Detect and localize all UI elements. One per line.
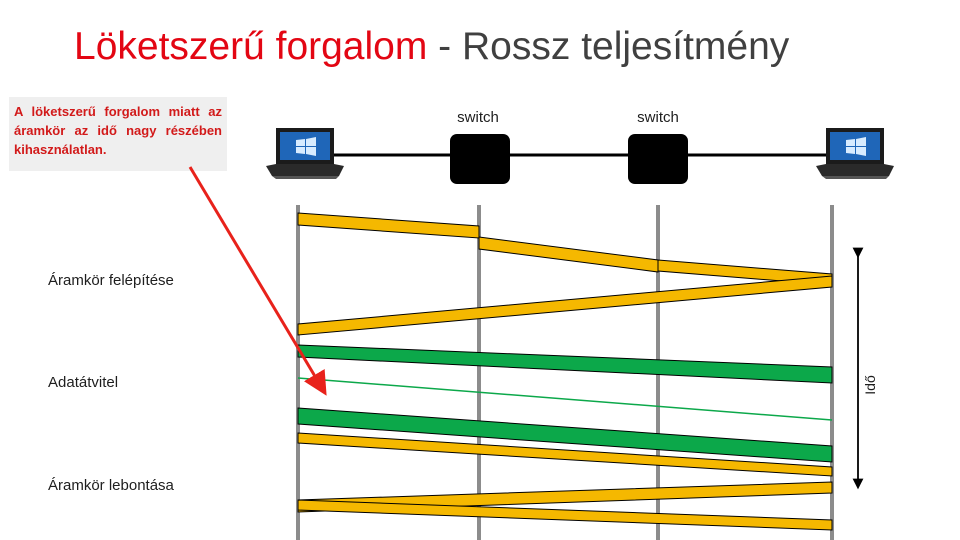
setup-confirm-signal [298, 276, 832, 335]
laptop-icon [816, 128, 894, 179]
setup-request-signal [298, 213, 479, 238]
switch-icon [450, 134, 510, 184]
laptop-icon [266, 128, 344, 179]
teardown-signal [298, 500, 832, 530]
data-burst-signal [298, 345, 832, 383]
time-axis-label: Idő [862, 355, 878, 415]
setup-request-signal [479, 237, 658, 272]
switch-icon [628, 134, 688, 184]
annotation-arrow [190, 167, 322, 388]
